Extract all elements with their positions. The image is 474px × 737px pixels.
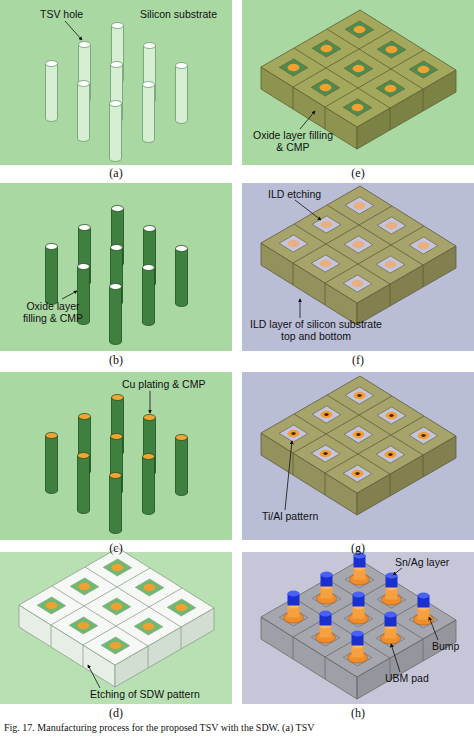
- panel-background: [0, 372, 232, 540]
- bumps: [284, 553, 434, 664]
- leader-line: [429, 617, 438, 640]
- ild-layer-substrate: [261, 186, 456, 325]
- callout-label: ILD layer of silicon substrate top and b…: [246, 318, 386, 342]
- callout-label: Sn/Ag layer: [395, 556, 449, 568]
- panel-background: [242, 552, 474, 704]
- panel-letter: (d): [96, 707, 136, 720]
- callout-label: Etching of SDW pattern: [90, 688, 200, 700]
- leader-line: [150, 391, 151, 413]
- panel-background: [242, 372, 474, 540]
- panel-letter: (b): [96, 354, 136, 367]
- leader-line: [300, 299, 301, 318]
- callout-label: Oxide layer filling & CMP: [14, 300, 92, 324]
- leader-line: [391, 644, 400, 672]
- panel-letter: (e): [338, 167, 378, 180]
- callout-label: TSV hole: [40, 8, 83, 20]
- panel-background: [242, 183, 474, 351]
- leader-line: [300, 111, 315, 129]
- ti-al-patterned-substrate: [261, 376, 456, 515]
- callout-label: UBM pad: [385, 672, 429, 684]
- leader-line: [65, 21, 82, 40]
- tsv-holes: [46, 23, 188, 162]
- callout-label: Silicon substrate: [140, 8, 217, 20]
- panel-background: [0, 0, 232, 165]
- panel-letter: (g): [338, 542, 378, 555]
- leader-line: [393, 568, 402, 575]
- callout-label: Oxide layer filling & CMP: [250, 129, 336, 153]
- panel-letter: (c): [96, 542, 136, 555]
- callout-label: Cu plating & CMP: [122, 378, 205, 390]
- sdw-etched-substrate: [19, 548, 214, 687]
- leader-line: [62, 291, 77, 299]
- panel-letter: (h): [338, 707, 378, 720]
- panel-letter: (a): [96, 167, 136, 180]
- figure-caption: Fig. 17. Manufacturing process for the p…: [4, 722, 314, 734]
- panel-background: [242, 0, 474, 165]
- panel-background: [0, 183, 232, 351]
- leader-line: [285, 441, 292, 510]
- callout-label: Bump: [432, 640, 459, 652]
- oxide-filled-substrate: [261, 10, 456, 149]
- leader-line: [88, 665, 100, 688]
- leader-line: [295, 200, 321, 220]
- copper-filled-tsvs: [46, 395, 188, 534]
- callout-label: Ti/Al pattern: [262, 510, 318, 522]
- panel-letter: (f): [338, 354, 378, 367]
- callout-label: ILD etching: [268, 188, 321, 200]
